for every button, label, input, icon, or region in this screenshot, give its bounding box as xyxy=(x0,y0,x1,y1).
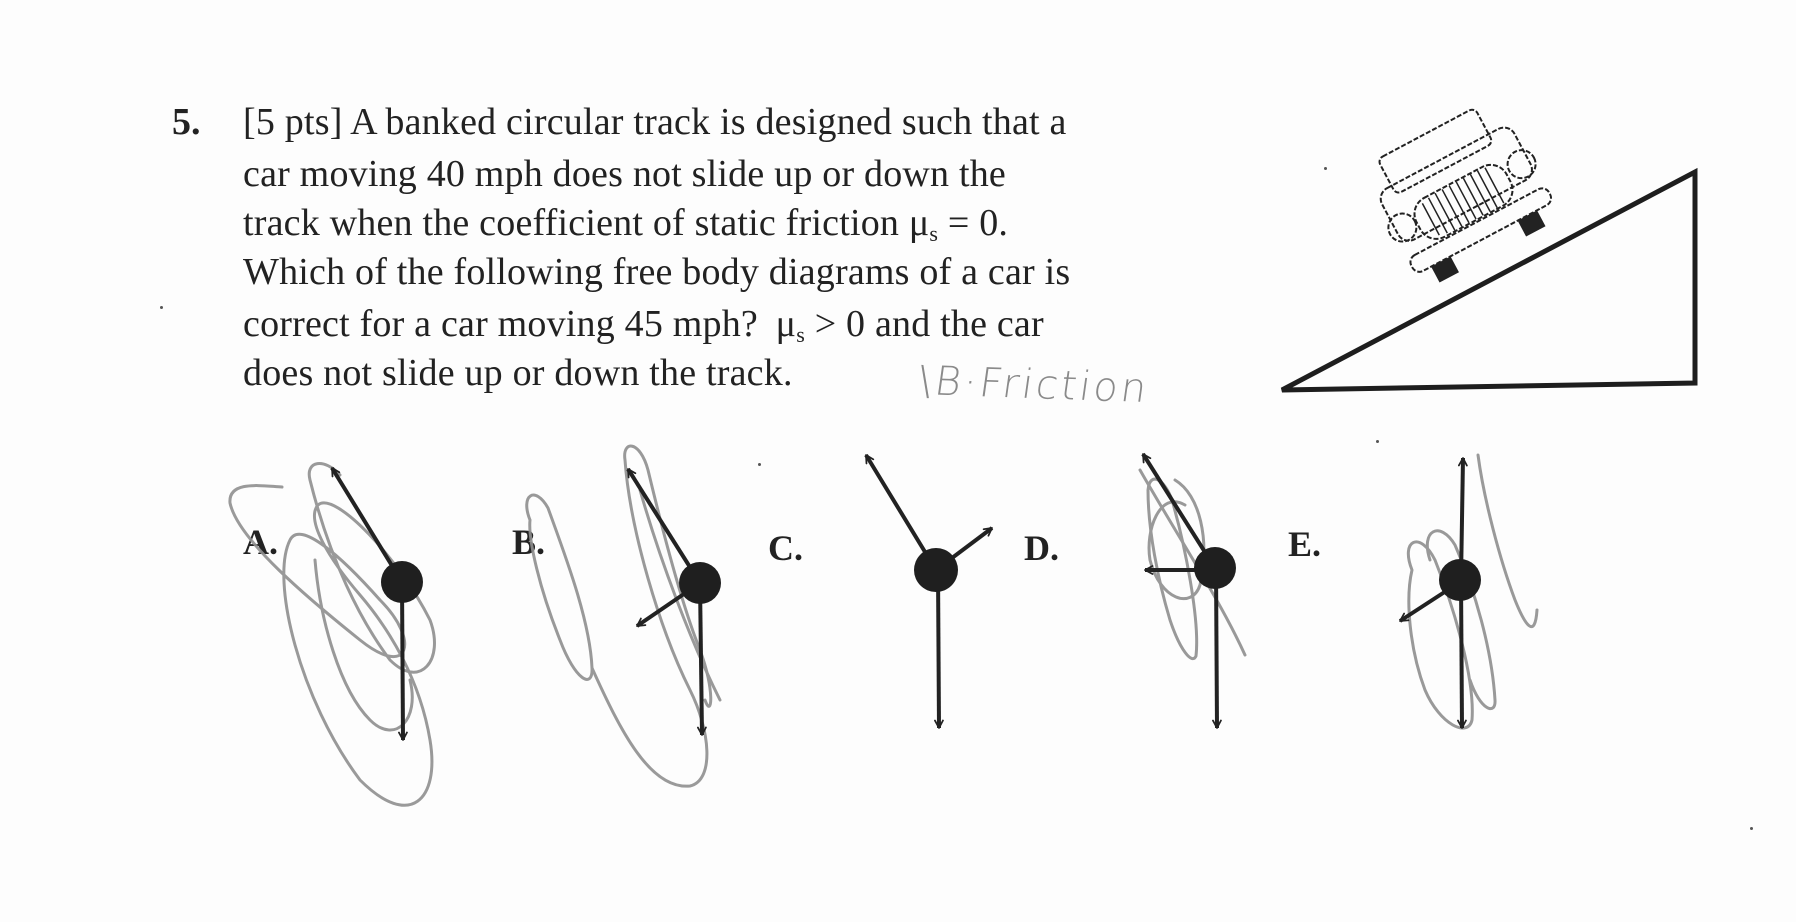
option-label-e: E. xyxy=(1288,524,1322,564)
car-dot xyxy=(381,561,423,603)
fbd-option-e[interactable] xyxy=(1398,457,1481,729)
mu-s-symbol: μs xyxy=(908,202,939,246)
option-label-d: D. xyxy=(1024,528,1059,568)
mu-s-equals: = 0. xyxy=(947,202,1009,244)
option-label-c: C. xyxy=(768,528,803,568)
question-line-5: correct for a car moving 45 mph? μs > 0 … xyxy=(243,302,1044,357)
gravity-arrow xyxy=(697,582,707,736)
scan-speck xyxy=(1750,827,1753,830)
question-number: 5. xyxy=(172,101,201,143)
gravity-arrow xyxy=(398,581,408,741)
question-line-1: [5 pts] A banked circular track is desig… xyxy=(243,101,1067,143)
incline-triangle xyxy=(1280,167,1698,393)
fbd-option-d[interactable] xyxy=(1141,452,1236,729)
question-line-5-text: correct for a car moving 45 mph? xyxy=(243,303,758,345)
question-line-6: does not slide up or down the track. xyxy=(243,352,793,394)
car-on-incline-icon xyxy=(1280,108,1698,393)
option-label-a: A. xyxy=(243,522,278,562)
car-dot xyxy=(914,548,958,592)
fbd-option-b[interactable] xyxy=(626,467,721,736)
scan-speck xyxy=(1324,167,1327,170)
gravity-arrow xyxy=(1457,579,1467,729)
normal-force-arrow xyxy=(1141,452,1217,570)
car-dot xyxy=(1439,559,1481,601)
fbd-option-c[interactable] xyxy=(864,453,994,729)
question-line-3-text: track when the coefficient of static fri… xyxy=(243,202,900,244)
gravity-arrow xyxy=(1212,567,1222,729)
question-line-3: track when the coefficient of static fri… xyxy=(243,201,1008,256)
mu-s-symbol: μs xyxy=(775,303,806,347)
normal-force-arrow xyxy=(864,453,938,572)
car-dot xyxy=(1194,547,1236,589)
pencil-scribbles xyxy=(228,444,1539,807)
question-line-4: Which of the following free body diagram… xyxy=(243,251,1071,293)
car-drawing xyxy=(1378,108,1553,283)
question-line-2: car moving 40 mph does not slide up or d… xyxy=(243,153,1006,195)
fbd-option-a[interactable] xyxy=(330,466,423,741)
gravity-arrow xyxy=(934,569,944,729)
mu-s-greater: > 0 and the car xyxy=(814,303,1044,345)
scan-speck xyxy=(160,306,163,309)
car-dot xyxy=(679,562,721,604)
scan-speck xyxy=(758,463,761,466)
normal-force-arrow xyxy=(626,467,702,585)
scan-speck xyxy=(1376,440,1379,443)
normal-force-arrow xyxy=(330,466,404,584)
